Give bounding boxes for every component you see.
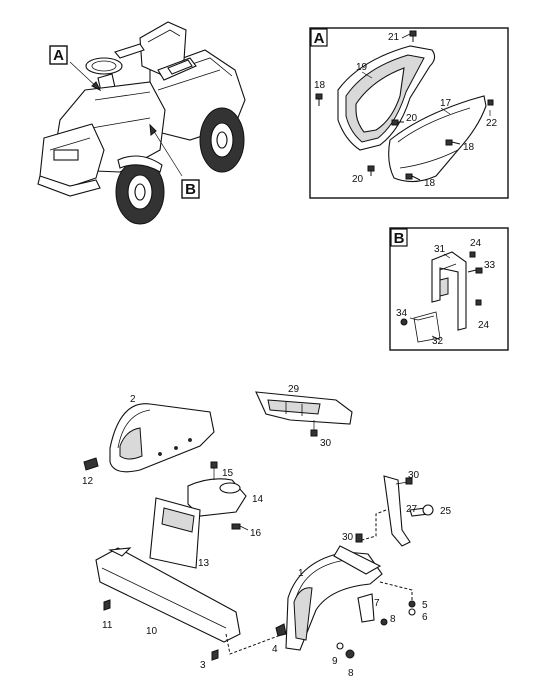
- label-6: 6: [422, 612, 428, 623]
- label-17: 17: [440, 98, 452, 109]
- label-9: 9: [332, 656, 338, 667]
- label-30: 30: [408, 470, 420, 481]
- label-25: 25: [440, 506, 452, 517]
- label-33: 33: [484, 260, 496, 271]
- label-30: 30: [342, 532, 354, 543]
- callout-a: A: [49, 45, 68, 65]
- callout-b: B: [181, 179, 200, 199]
- detail-a-panel: A: [309, 27, 509, 199]
- detail-b-panel: B: [389, 227, 509, 351]
- label-19: 19: [356, 62, 368, 73]
- detail-a-labels: 21 19 18 17 22 20 18 20 18: [314, 32, 498, 189]
- label-32: 32: [432, 336, 444, 347]
- label-10: 10: [146, 626, 158, 637]
- label-11: 11: [102, 620, 113, 631]
- svg-text:B: B: [394, 230, 405, 247]
- label-8: 8: [348, 668, 354, 679]
- svg-text:A: A: [314, 30, 325, 47]
- label-14: 14: [252, 494, 264, 505]
- tractor-illustration: [37, 21, 246, 225]
- label-8: 8: [390, 614, 396, 625]
- label-24: 24: [470, 238, 482, 249]
- exploded-view: [83, 391, 434, 661]
- label-18: 18: [463, 142, 475, 153]
- svg-text:B: B: [185, 181, 196, 198]
- label-20: 20: [406, 113, 418, 124]
- label-2: 2: [130, 394, 136, 405]
- label-27: 27: [406, 504, 418, 515]
- label-31: 31: [434, 244, 446, 255]
- label-4: 4: [272, 644, 278, 655]
- label-20: 20: [352, 174, 364, 185]
- label-18: 18: [314, 80, 326, 91]
- label-15: 15: [222, 468, 234, 479]
- label-34: 34: [396, 308, 408, 319]
- svg-text:A: A: [53, 47, 64, 64]
- label-21: 21: [388, 32, 400, 43]
- label-7: 7: [374, 598, 380, 609]
- label-16: 16: [250, 528, 262, 539]
- label-18: 18: [424, 178, 436, 189]
- label-22: 22: [486, 118, 498, 129]
- label-1: 1: [298, 568, 304, 579]
- exploded-labels: 29 30 2 12 15 14 16 13 30 27 25 30 1 11 …: [82, 384, 452, 679]
- label-29: 29: [288, 384, 300, 395]
- detail-b-labels: 31 24 33 34 24 32: [396, 238, 496, 347]
- label-12: 12: [82, 476, 94, 487]
- label-24: 24: [478, 320, 490, 331]
- label-5: 5: [422, 600, 428, 611]
- label-13: 13: [198, 558, 210, 569]
- label-3: 3: [200, 660, 206, 671]
- label-30: 30: [320, 438, 332, 449]
